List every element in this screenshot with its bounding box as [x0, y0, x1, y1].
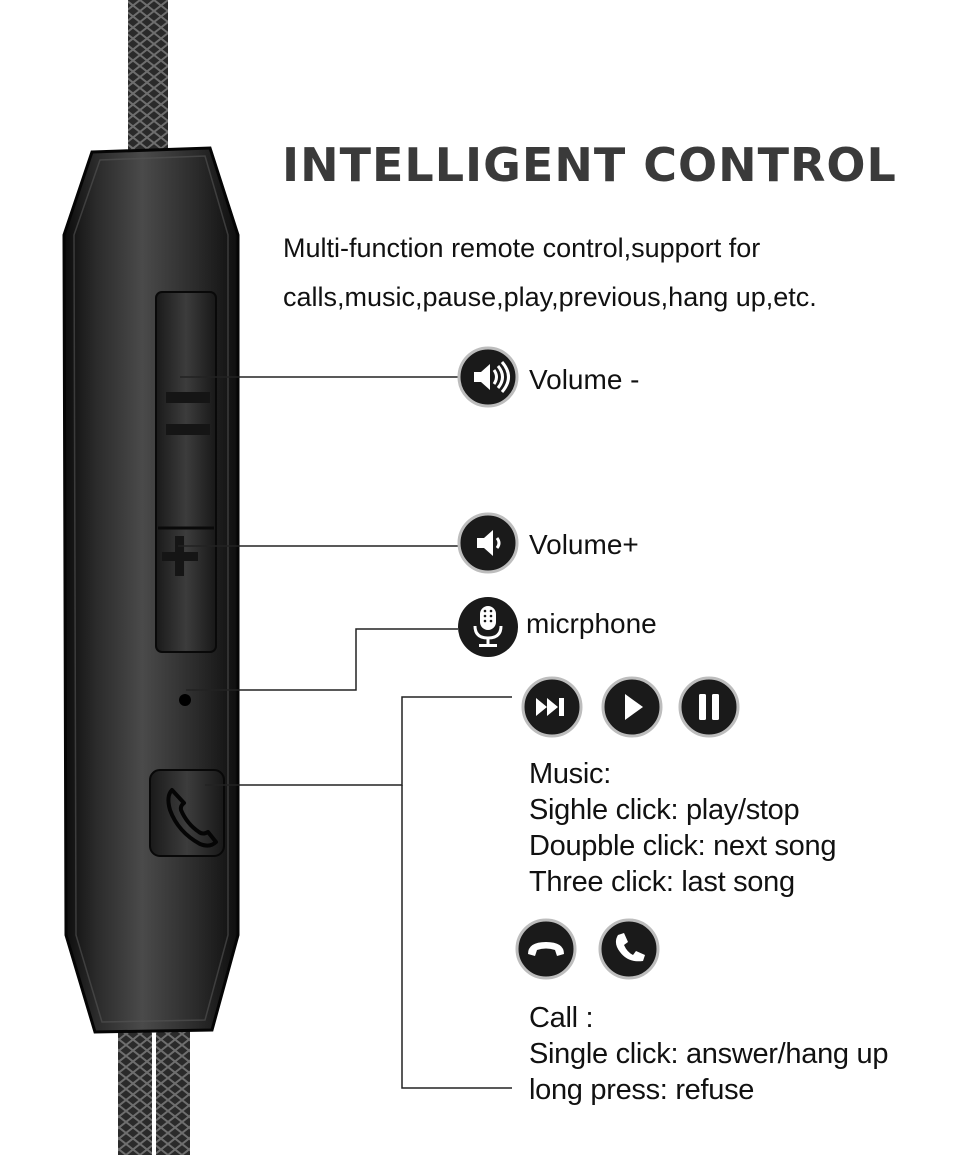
music-heading: Music: [529, 758, 611, 790]
description-line-1: Multi-function remote control,support fo… [283, 233, 761, 263]
call-instructions: Call : Single click: answer/hang up long… [529, 1000, 888, 1108]
top-cable [128, 0, 168, 160]
feature-description: Multi-function remote control,support fo… [283, 224, 943, 322]
leader-lines [178, 376, 512, 1089]
volume-down-label: Volume - [529, 364, 640, 395]
volume-minus-mark [166, 392, 210, 403]
next-track-icon [521, 676, 583, 738]
music-instructions: Music: Sighle click: play/stop Doupble c… [529, 756, 836, 900]
description-line-2: calls,music,pause,play,previous,hang up,… [283, 282, 817, 312]
call-line-single: Single click: answer/hang up [529, 1038, 889, 1070]
music-line-double: Doupble click: next song [529, 830, 837, 862]
bottom-cable-left [118, 1020, 152, 1155]
phone-answer-icon [598, 918, 660, 980]
pause-icon [678, 676, 740, 738]
call-heading: Call : [529, 1002, 594, 1034]
music-line-triple: Three click: last song [529, 866, 795, 898]
call-button-phone-icon [166, 788, 218, 848]
microphone-label: micrphone [526, 608, 657, 639]
bottom-cable-right [156, 1020, 190, 1155]
volume-rocker[interactable] [155, 291, 217, 653]
call-line-long: long press: refuse [529, 1074, 755, 1106]
speaker-quiet-icon [457, 512, 519, 574]
hang-up-icon [515, 918, 577, 980]
page-title: INTELLIGENT CONTROL [282, 138, 897, 192]
speaker-loud-icon [457, 346, 519, 408]
volume-up-label: Volume+ [529, 529, 639, 560]
play-icon [601, 676, 663, 738]
microphone-hole [179, 694, 191, 706]
music-line-single: Sighle click: play/stop [529, 794, 800, 826]
microphone-icon [457, 596, 519, 658]
